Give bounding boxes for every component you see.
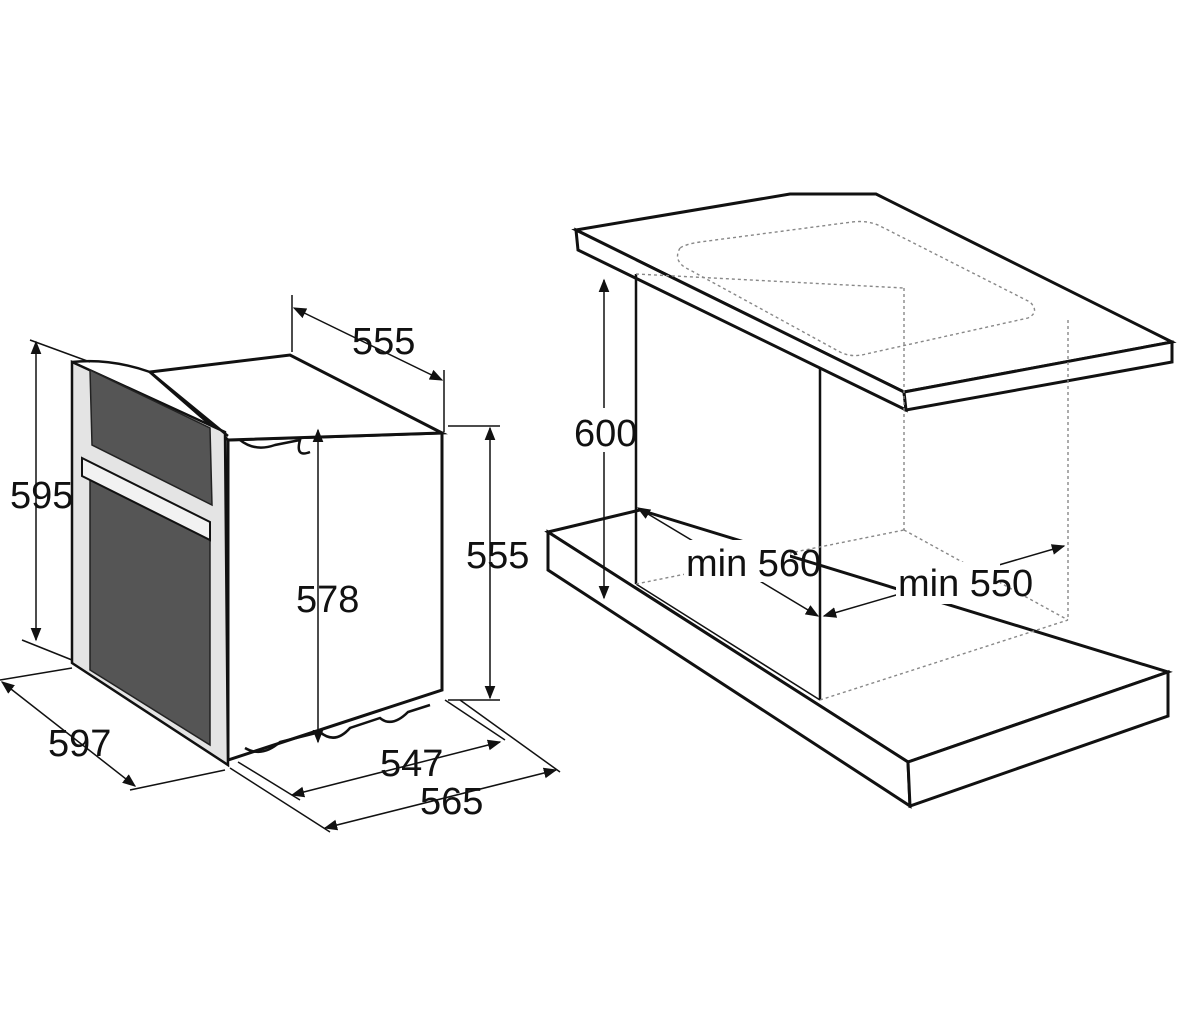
dim-body-width: 547 — [380, 743, 443, 785]
dim-body-depth: 555 — [352, 321, 415, 363]
base-side-edge — [906, 669, 1170, 809]
dim-total-height: 595 — [10, 475, 73, 517]
dim-niche-min-width: min 560 — [686, 543, 821, 585]
dim-total-width: 565 — [420, 781, 483, 823]
oven-top-panel — [146, 353, 448, 442]
countertop-side-edge — [902, 340, 1174, 412]
niche-illustration — [544, 192, 1177, 809]
dim-niche-min-depth: min 550 — [898, 563, 1033, 605]
dim-body-height: 555 — [466, 535, 529, 577]
oven-dimension-labels: 595 555 555 578 597 547 565 — [10, 321, 529, 823]
oven-dimension-lines — [0, 295, 561, 833]
oven-control-panel — [89, 368, 213, 507]
dim-inner-height: 578 — [296, 579, 359, 621]
oven-illustration — [70, 353, 448, 768]
oven-door-handle — [81, 456, 211, 542]
dim-front-width: 597 — [48, 723, 111, 765]
niche-dimension-labels: 600 min 560 min 550 — [572, 408, 1033, 605]
dim-niche-height: 600 — [574, 413, 637, 455]
